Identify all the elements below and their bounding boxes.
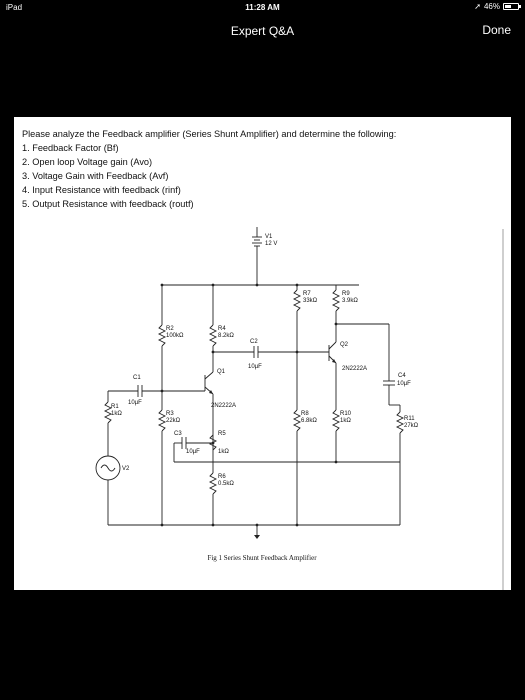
- r7-value: 33kΩ: [303, 298, 318, 304]
- question-item: 5. Output Resistance with feedback (rout…: [22, 199, 194, 209]
- location-arrow-icon: ➚: [474, 2, 481, 11]
- c4-value: 10µF: [397, 381, 411, 387]
- r4-value: 8.2kΩ: [218, 333, 234, 339]
- question-image[interactable]: Please analyze the Feedback amplifier (S…: [14, 117, 511, 590]
- v2-label: V2: [122, 466, 130, 472]
- question-item: 3. Voltage Gain with Feedback (Avf): [22, 171, 169, 181]
- scrollbar[interactable]: [502, 229, 504, 590]
- c3-label: C3: [174, 431, 182, 437]
- page-title: Expert Q&A: [230, 24, 295, 38]
- battery-percent: 46%: [483, 2, 500, 11]
- r1-value: 1kΩ: [111, 411, 122, 417]
- r3-label: R3: [166, 411, 174, 417]
- r8-value: 6.8kΩ: [301, 418, 317, 424]
- r4-label: R4: [218, 326, 226, 332]
- q1-model: 2N2222A: [211, 403, 236, 409]
- r2-label: R2: [166, 326, 174, 332]
- status-right: ➚ 46%: [474, 2, 521, 11]
- v1-label: V1: [265, 234, 273, 240]
- r9-value: 3.9kΩ: [342, 298, 358, 304]
- r5-value: 1kΩ: [218, 449, 229, 455]
- r6-label: R6: [218, 474, 226, 480]
- r7-label: R7: [303, 291, 311, 297]
- r9-label: R9: [342, 291, 350, 297]
- r8-label: R8: [301, 411, 309, 417]
- r5-label: R5: [218, 431, 226, 437]
- r6-value: 0.5kΩ: [218, 481, 234, 487]
- q2-label: Q2: [340, 342, 349, 348]
- r3-value: 22kΩ: [166, 418, 181, 424]
- r10-label: R10: [340, 411, 352, 417]
- question-intro: Please analyze the Feedback amplifier (S…: [22, 129, 397, 139]
- c2-value: 10µF: [248, 364, 262, 370]
- nav-bar: Expert Q&A Done: [0, 14, 525, 50]
- status-bar: iPad 11:28 AM ➚ 46%: [0, 0, 525, 14]
- figure-caption: Fig 1 Series Shunt Feedback Amplifier: [207, 554, 317, 562]
- r11-label: R11: [404, 416, 415, 422]
- clock: 11:28 AM: [245, 3, 280, 12]
- question-text: Please analyze the Feedback amplifier (S…: [22, 127, 396, 211]
- battery-icon: [503, 3, 521, 10]
- q2-model: 2N2222A: [342, 366, 367, 372]
- question-item: 2. Open loop Voltage gain (Avo): [22, 157, 153, 167]
- c4-label: C4: [398, 373, 406, 379]
- v1-value: 12 V: [265, 241, 277, 247]
- r1-label: R1: [111, 404, 119, 410]
- circuit-schematic: V1 12 V R7 33kΩ R9 3.9kΩ R2 100kΩ R4 8.2…: [95, 227, 419, 562]
- r10-value: 1kΩ: [340, 418, 351, 424]
- c2-label: C2: [250, 339, 258, 345]
- device-label: iPad: [6, 3, 23, 12]
- q1-label: Q1: [217, 369, 226, 375]
- c3-value: 10µF: [186, 449, 200, 455]
- question-item: 1. Feedback Factor (Bf): [22, 143, 119, 153]
- r2-value: 100kΩ: [166, 333, 184, 339]
- c1-value: 10µF: [128, 400, 142, 406]
- r11-value: 27kΩ: [404, 423, 419, 429]
- c1-label: C1: [133, 375, 141, 381]
- done-button[interactable]: Done: [482, 23, 511, 37]
- question-item: 4. Input Resistance with feedback (rinf): [22, 185, 181, 195]
